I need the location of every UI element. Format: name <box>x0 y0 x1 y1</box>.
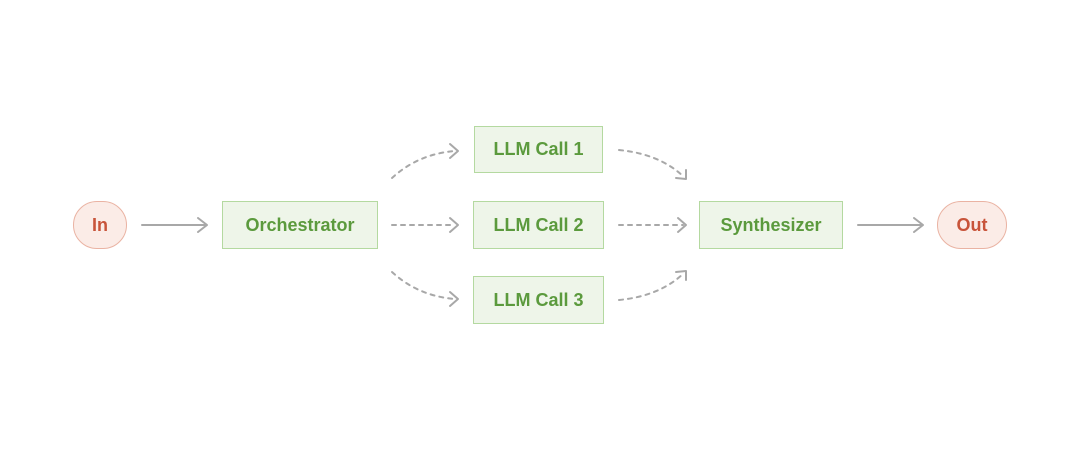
input-node: In <box>73 201 127 249</box>
arrow-in-to-orchestrator <box>141 217 208 233</box>
synthesizer-node: Synthesizer <box>699 201 843 249</box>
arrow-orchestrator-to-llm-call-3 <box>391 271 459 307</box>
arrow-orchestrator-to-llm-call-2 <box>391 217 459 233</box>
arrow-orchestrator-to-llm-call-1 <box>391 143 459 179</box>
output-node: Out <box>937 201 1007 249</box>
arrow-llm-call-2-to-synthesizer <box>618 217 687 233</box>
orchestrator-node: Orchestrator <box>222 201 378 249</box>
arrow-llm-call-1-to-synthesizer <box>618 149 687 180</box>
arrow-synthesizer-to-out <box>857 217 924 233</box>
llm-call-2-node: LLM Call 2 <box>473 201 604 249</box>
llm-call-3-node: LLM Call 3 <box>473 276 604 324</box>
arrow-llm-call-3-to-synthesizer <box>618 270 687 301</box>
llm-call-1-node: LLM Call 1 <box>474 126 603 173</box>
